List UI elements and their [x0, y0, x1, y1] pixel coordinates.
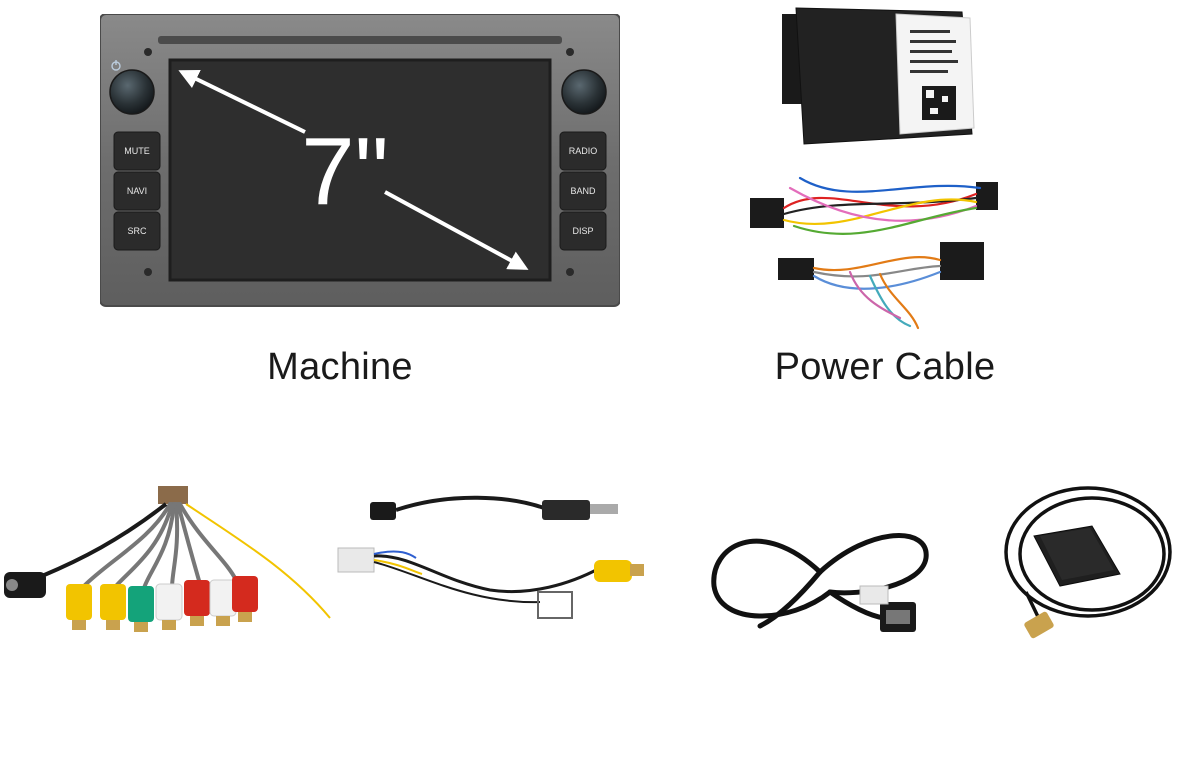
svg-text:RADIO: RADIO	[569, 146, 598, 156]
radio-button[interactable]	[559, 131, 607, 171]
usb-cable	[711, 533, 929, 632]
head-unit-illustration: 7" MUTE NAVI SRC RADIO BAND DISP	[100, 14, 620, 307]
svg-text:DISP: DISP	[572, 226, 593, 236]
band-button[interactable]	[559, 171, 607, 211]
navi-button[interactable]	[113, 171, 161, 211]
left-button-column: MUTE NAVI SRC	[113, 131, 161, 251]
power-icon	[111, 60, 121, 71]
canbus-decoder-box	[782, 7, 975, 145]
volume-knob[interactable]	[109, 69, 155, 115]
src-button[interactable]	[113, 211, 161, 251]
disp-button[interactable]	[559, 211, 607, 251]
svg-text:NAVI: NAVI	[127, 186, 147, 196]
screen-size-label: 7"	[301, 118, 388, 225]
svg-text:MUTE: MUTE	[124, 146, 150, 156]
svg-text:SRC: SRC	[127, 226, 147, 236]
power-harness	[750, 176, 998, 330]
svg-text:BAND: BAND	[570, 186, 596, 196]
mute-button[interactable]	[113, 131, 161, 171]
tuning-knob[interactable]	[561, 69, 607, 115]
diagonal-arrow	[178, 70, 306, 134]
antenna-and-camera-cables	[337, 495, 644, 619]
machine-caption: Machine	[267, 346, 413, 388]
right-button-column: RADIO BAND DISP	[559, 131, 607, 251]
rca-av-cable	[4, 486, 331, 632]
power-cable-caption: Power Cable	[774, 346, 996, 388]
gps-antenna	[1004, 486, 1172, 639]
